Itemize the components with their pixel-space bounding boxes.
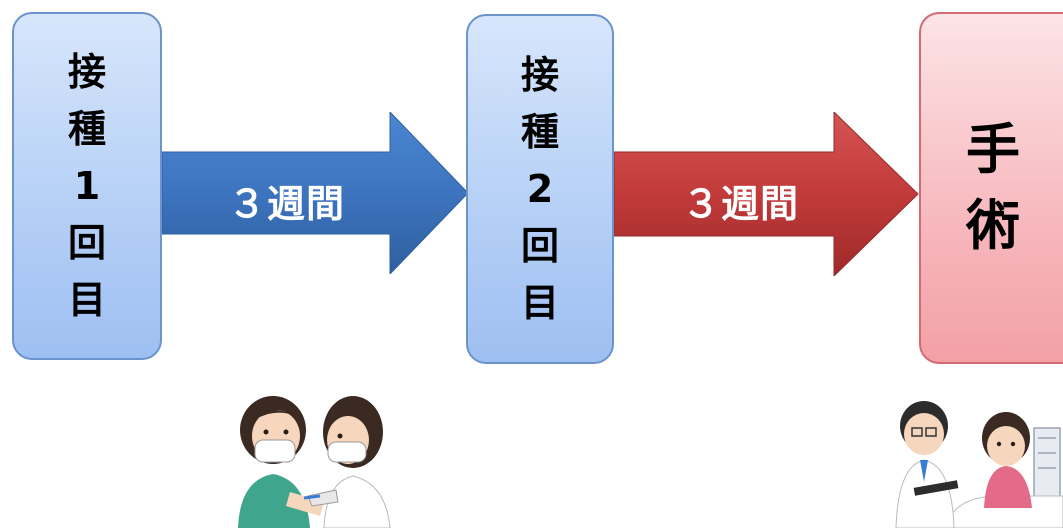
- surgery-box: 手 術: [919, 12, 1063, 364]
- step-2-char: 2: [526, 167, 554, 211]
- step-2-char: 接: [520, 53, 559, 97]
- step-1-label: 接 種 1 回 目: [68, 53, 106, 319]
- step-1-char: 回: [67, 221, 106, 265]
- vaccination-illustration-icon: [238, 396, 391, 528]
- step-2-label: 接 種 2 回 目: [521, 56, 559, 322]
- surgery-char: 手: [966, 118, 1020, 181]
- step-2-char: 回: [520, 224, 559, 268]
- surgery-label: 手 術: [966, 123, 1020, 253]
- step-1-char: 1: [73, 164, 101, 208]
- surgery-char: 術: [966, 194, 1020, 257]
- step-1-char: 目: [67, 278, 106, 322]
- step-2-char: 種: [520, 110, 559, 154]
- step-2-box: 接 種 2 回 目: [466, 14, 614, 364]
- doctor-patient-illustration-icon: [895, 401, 1063, 528]
- arrow-2-label: ３週間: [682, 182, 800, 226]
- step-2-char: 目: [520, 281, 559, 325]
- red-arrow: [614, 112, 919, 276]
- step-1-char: 種: [67, 107, 106, 151]
- arrow-1-label: ３週間: [228, 182, 346, 226]
- step-1-box: 接 種 1 回 目: [12, 12, 162, 360]
- step-1-char: 接: [67, 50, 106, 94]
- blue-arrow: [162, 112, 469, 274]
